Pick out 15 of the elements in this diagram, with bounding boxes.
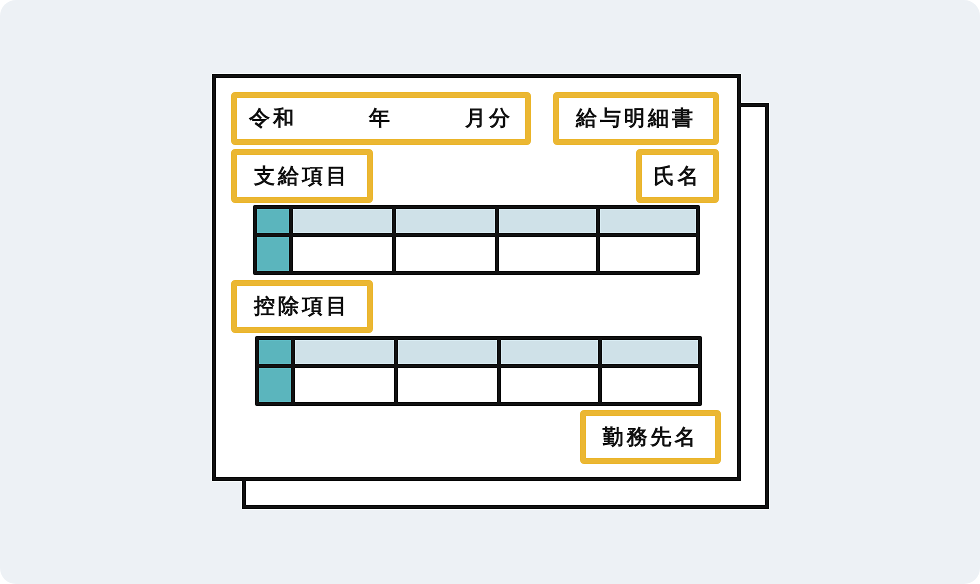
name-heading-text: 氏名: [654, 166, 702, 186]
employer-heading-text: 勤務先名: [602, 426, 698, 448]
title-box: [553, 92, 719, 145]
section-heading-box: [231, 280, 373, 333]
section-heading-text: 支給項目: [254, 166, 350, 186]
name-heading-box: [636, 149, 719, 203]
section-heading-box: [231, 149, 373, 203]
date-text: 令和: [249, 108, 297, 129]
date-text: 年: [369, 108, 393, 129]
employer-heading-box: [580, 410, 721, 464]
date-text: 月分: [465, 108, 513, 129]
title-text: 給与明細書: [576, 108, 696, 129]
date-heading-box: [231, 92, 531, 145]
front-sheet: [212, 74, 741, 481]
section-heading-text: 控除項目: [254, 296, 350, 317]
